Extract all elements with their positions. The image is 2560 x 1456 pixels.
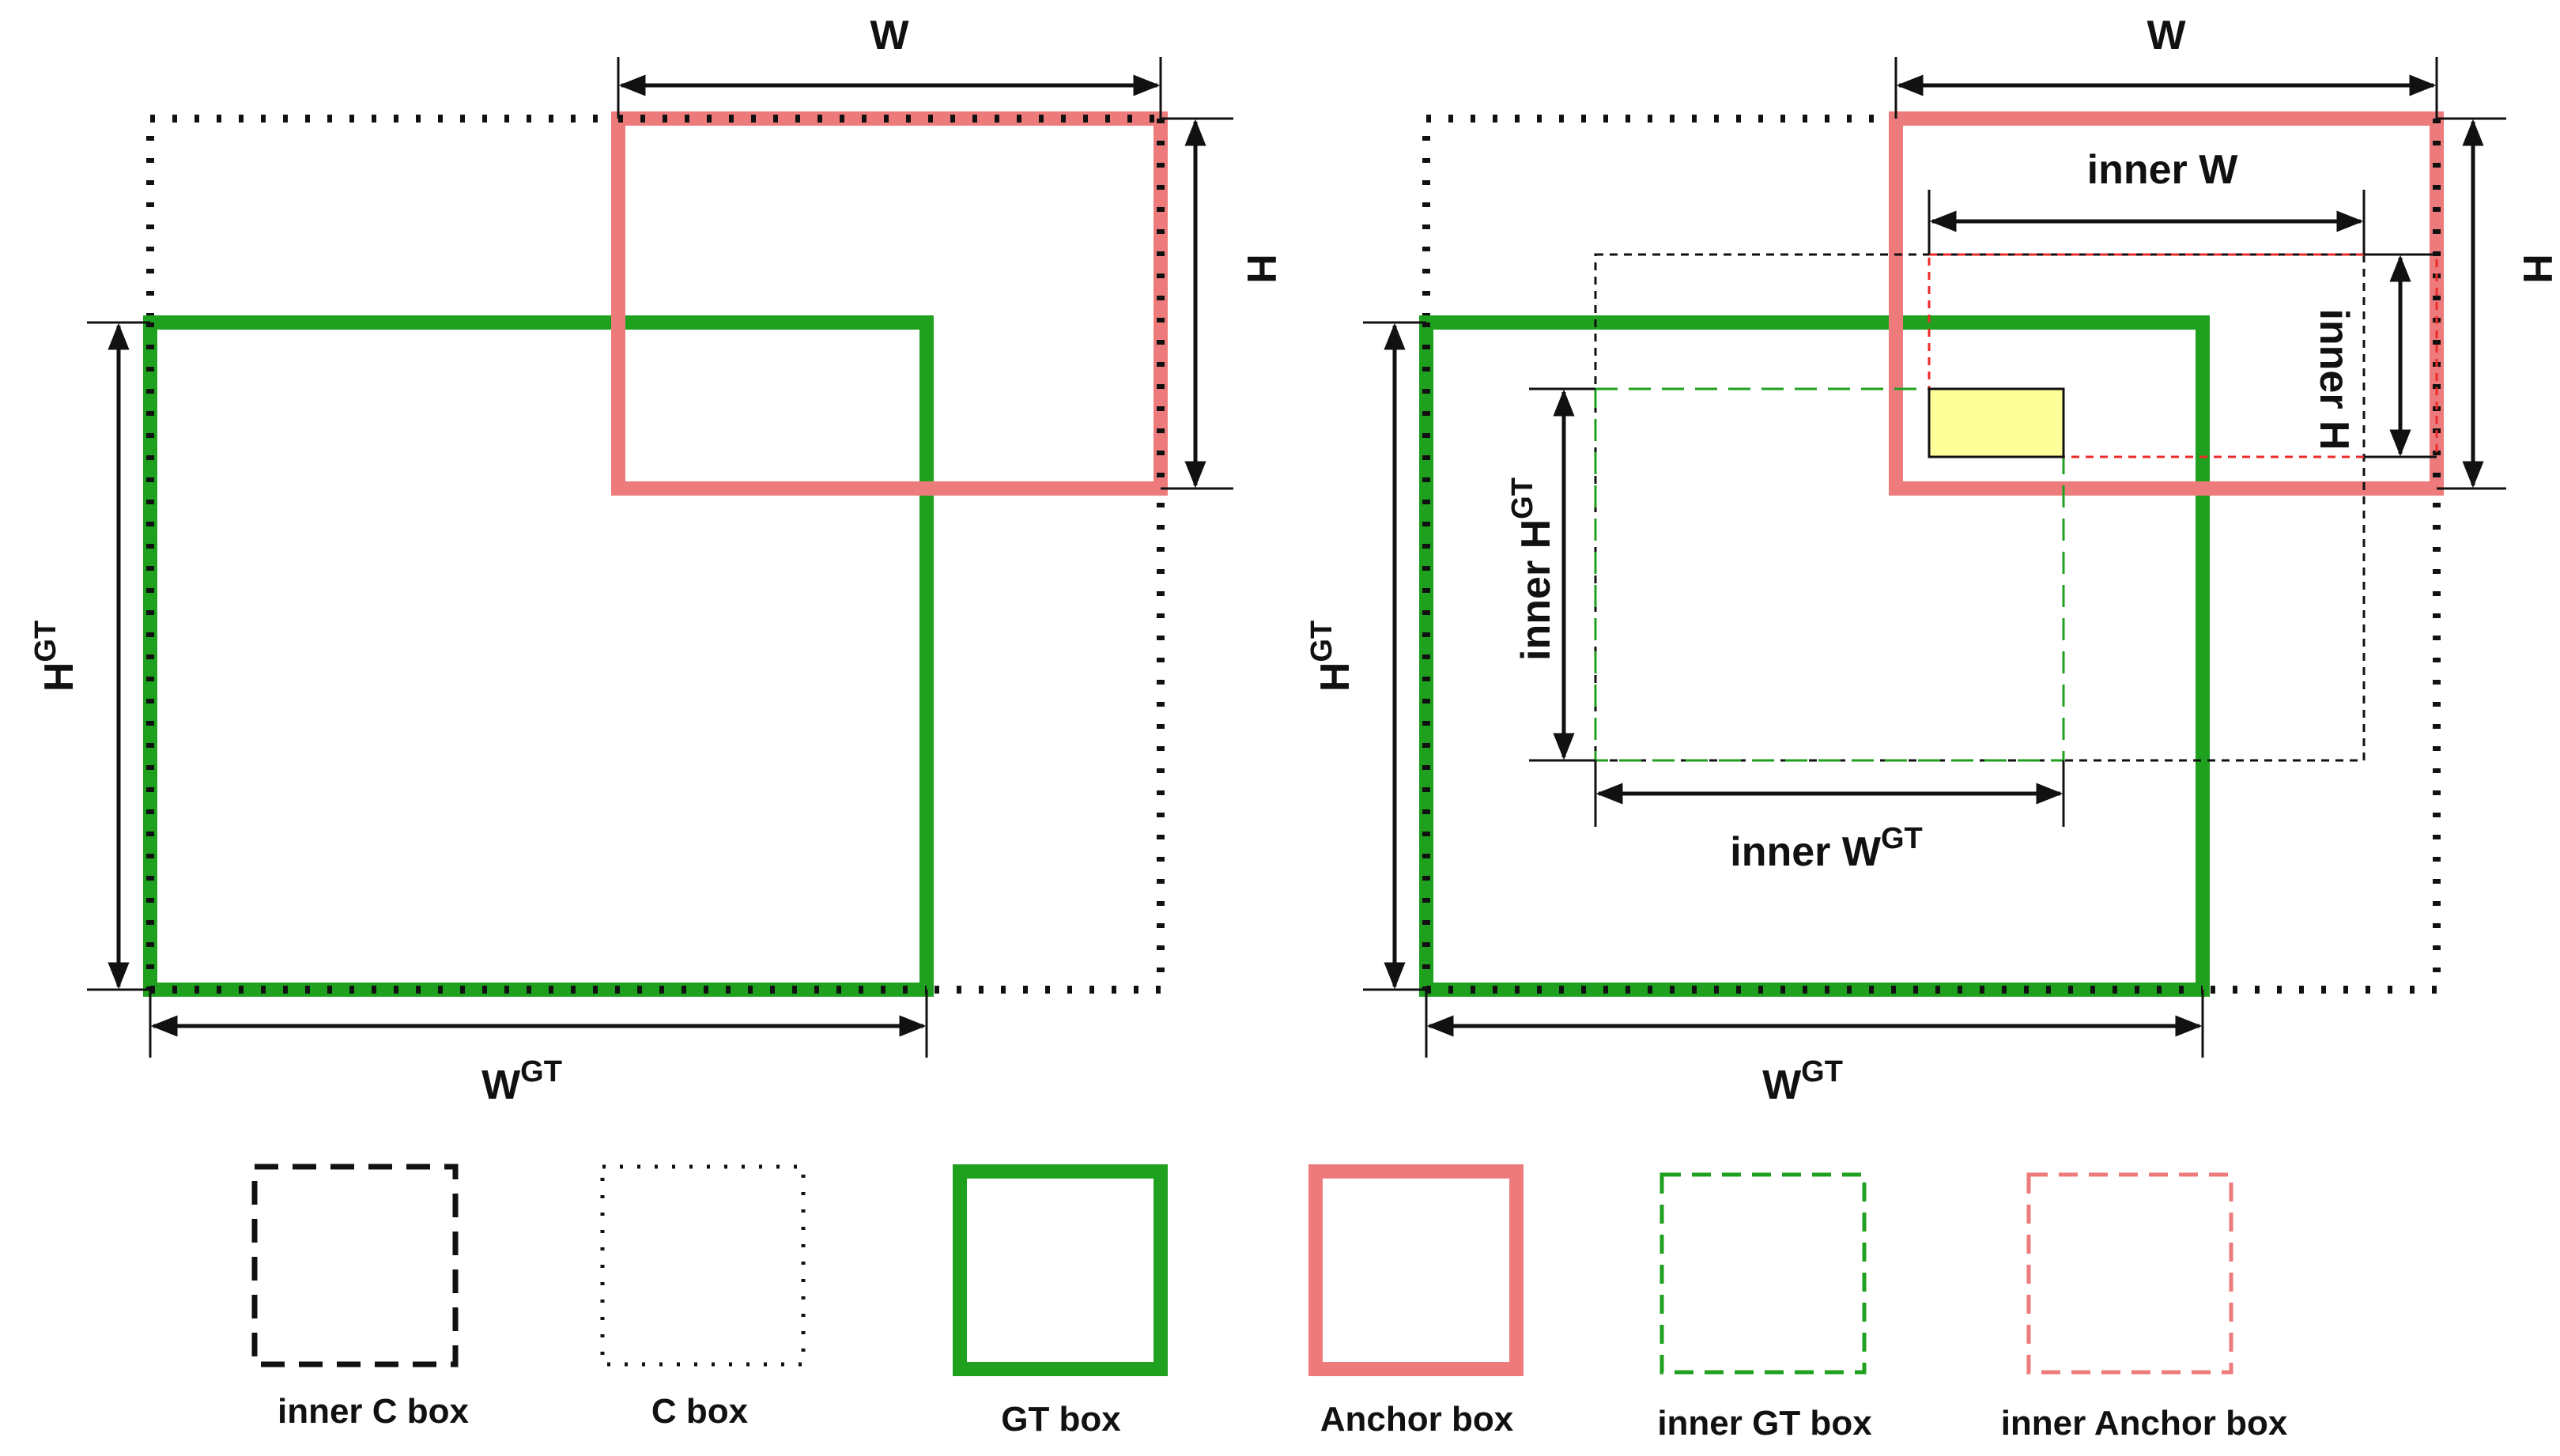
w-label-right: W: [2147, 13, 2186, 58]
inner-hgt-label: inner HGT: [1506, 477, 1559, 661]
h-label: H: [1238, 254, 1284, 284]
intersection-area: [1928, 387, 2065, 458]
gt-box: [143, 315, 934, 997]
legend-gt-box: GT box: [953, 1164, 1168, 1439]
legend-anchor-box: Anchor box: [1308, 1164, 1524, 1439]
legend-c-box: C box: [600, 1164, 806, 1431]
wgt-label-right: WGT: [1762, 1055, 1843, 1108]
wgt-label: WGT: [481, 1055, 562, 1108]
legend-inner-anchor-box: inner Anchor box: [2001, 1172, 2288, 1443]
c-box-right: [1422, 115, 2441, 994]
inner-gt-box: [1594, 387, 2065, 762]
legend-inner-gt-box: inner GT box: [1657, 1172, 1872, 1443]
c-box: [146, 115, 1165, 994]
legend-anchor-box-swatch: [1308, 1164, 1524, 1376]
inner-c-box: [1594, 253, 2366, 762]
legend-inner-anchor-box-swatch: [2026, 1172, 2233, 1375]
legend-c-box-label: C box: [651, 1392, 749, 1431]
legend-anchor-box-label: Anchor box: [1320, 1400, 1514, 1439]
left-diagram: W H HGT WGT: [29, 13, 1284, 1108]
hgt-label: HGT: [29, 620, 82, 692]
legend-inner-anchor-box-label: inner Anchor box: [2001, 1404, 2288, 1443]
legend-inner-gt-box-swatch: [1659, 1172, 1867, 1375]
anchor-box: [611, 111, 1168, 496]
hgt-label-right: HGT: [1305, 620, 1358, 692]
legend-gt-box-swatch: [953, 1164, 1168, 1376]
legend-inner-gt-box-label: inner GT box: [1657, 1404, 1872, 1443]
legend-gt-box-label: GT box: [1001, 1400, 1121, 1439]
inner-h-label: inner H: [2311, 308, 2357, 450]
inner-w-label: inner W: [2087, 147, 2239, 193]
legend-inner-c-box-swatch: [251, 1164, 459, 1367]
legend-c-box-swatch: [600, 1164, 806, 1367]
inner-wgt-label: inner WGT: [1730, 822, 1922, 875]
right-diagram: W inner W H inner H HGT inner HGT: [1305, 13, 2560, 1108]
h-label-right: H: [2514, 254, 2560, 284]
legend-inner-c-box-label: inner C box: [278, 1392, 470, 1431]
w-label: W: [870, 13, 909, 58]
legend-inner-c-box: inner C box: [251, 1164, 470, 1431]
legend: inner C box C box GT box Anchor box inne…: [251, 1164, 2288, 1443]
